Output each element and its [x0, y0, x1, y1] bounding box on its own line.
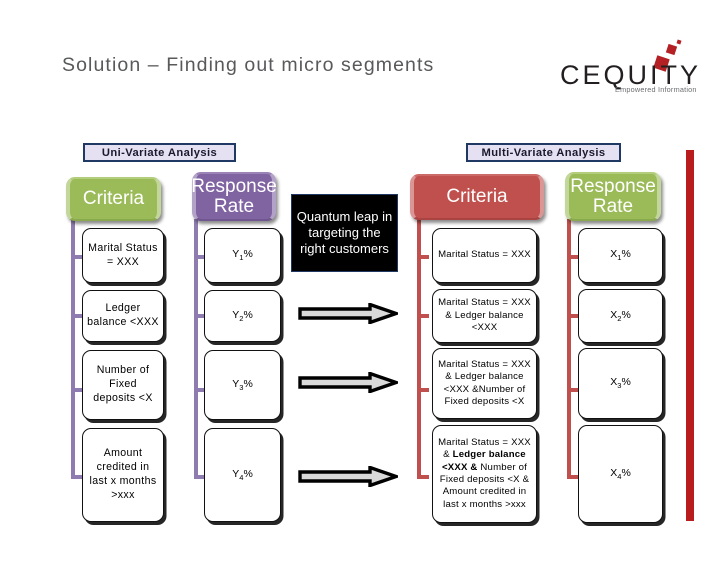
page-title: Solution – Finding out micro segments: [62, 54, 435, 76]
uni-response-text-4: Y4%: [232, 467, 253, 483]
connector-trunk-uni-response: [194, 219, 198, 479]
uni-response-box-3: Y3%: [204, 350, 281, 420]
multi-criteria-box-4: Marital Status = XXX & Ledger balance <X…: [432, 425, 537, 523]
uni-criteria-box-4: Amount credited in last x months >xxx: [82, 428, 164, 522]
multi-response-box-3: X3%: [578, 348, 663, 419]
uni-response-text-1: Y1%: [232, 248, 253, 263]
header-uni-criteria: Criteria: [66, 177, 161, 221]
uni-response-box-4: Y4%: [204, 428, 281, 522]
multi-criteria-text-1: Marital Status = XXX: [438, 249, 531, 261]
multi-response-text-2: X2%: [610, 308, 631, 324]
connector-stub-multi-criteria-1: [417, 255, 429, 259]
connector-trunk-multi-criteria: [417, 219, 421, 479]
flow-arrow-1: [298, 303, 398, 324]
multi-response-box-1: X1%: [578, 228, 663, 283]
multi-criteria-box-2: Marital Status = XXX & Ledger balance <X…: [432, 289, 537, 343]
multi-response-text-1: X1%: [610, 248, 631, 263]
connector-stub-multi-criteria-3: [417, 388, 429, 392]
multi-criteria-text-3: Marital Status = XXX & Ledger balance <X…: [438, 358, 531, 407]
multi-criteria-text-2: Marital Status = XXX & Ledger balance <X…: [438, 297, 531, 334]
connector-stub-uni-response-2: [194, 314, 206, 318]
uni-criteria-text-3: Number of Fixed deposits <X: [93, 364, 153, 404]
connector-stub-uni-criteria-4: [71, 475, 83, 479]
header-multi-response-rate: Response Rate: [565, 172, 661, 221]
uni-criteria-box-3: Number of Fixed deposits <X: [82, 350, 164, 420]
connector-trunk-multi-response: [567, 219, 571, 479]
connector-stub-uni-response-3: [194, 388, 206, 392]
section-badge-uni-variate: Uni-Variate Analysis: [83, 143, 236, 162]
uni-criteria-box-1: Marital Status = XXX: [82, 228, 164, 283]
multi-response-box-2: X2%: [578, 289, 663, 343]
connector-stub-uni-response-1: [194, 255, 206, 259]
logo-square-medium-icon: [665, 43, 678, 56]
header-uni-response-rate: Response Rate: [191, 172, 277, 221]
multi-criteria-text-4: Marital Status = XXX & Ledger balance <X…: [438, 436, 531, 510]
connector-stub-multi-response-3: [567, 388, 579, 392]
right-accent-bar: [686, 150, 694, 521]
multi-criteria-box-1: Marital Status = XXX: [432, 228, 537, 283]
multi-criteria-box-3: Marital Status = XXX & Ledger balance <X…: [432, 348, 537, 419]
connector-stub-multi-response-4: [567, 475, 579, 479]
connector-stub-multi-response-1: [567, 255, 579, 259]
uni-criteria-text-4: Amount credited in last x months >xxx: [89, 447, 157, 501]
connector-trunk-uni-criteria: [71, 219, 75, 479]
uni-criteria-box-2: Ledger balance <XXX: [82, 290, 164, 342]
connector-stub-uni-criteria-2: [71, 314, 83, 318]
uni-criteria-text-2: Ledger balance <XXX: [87, 302, 159, 328]
connector-stub-multi-response-2: [567, 314, 579, 318]
multi-response-box-4: X4%: [578, 425, 663, 523]
connector-stub-multi-criteria-2: [417, 314, 429, 318]
logo-wordmark: CEQUITY: [560, 60, 702, 90]
uni-response-text-3: Y3%: [232, 377, 253, 393]
company-logo: CEQUITY Empowered Information: [560, 39, 710, 98]
multi-response-text-4: X4%: [610, 466, 631, 482]
logo-square-small-icon: [676, 39, 682, 45]
flow-arrow-3: [298, 466, 398, 487]
multi-response-text-3: X3%: [610, 376, 631, 391]
logo-tagline: Empowered Information: [615, 85, 697, 94]
section-badge-multi-variate: Multi-Variate Analysis: [466, 143, 621, 162]
uni-response-box-1: Y1%: [204, 228, 281, 283]
connector-stub-uni-response-4: [194, 475, 206, 479]
header-multi-criteria: Criteria: [410, 174, 544, 220]
connector-stub-multi-criteria-4: [417, 475, 429, 479]
uni-response-text-2: Y2%: [232, 308, 253, 324]
quantum-leap-text: Quantum leap in targeting the right cust…: [296, 208, 393, 257]
uni-criteria-text-1: Marital Status = XXX: [88, 241, 158, 268]
connector-stub-uni-criteria-3: [71, 388, 83, 392]
quantum-leap-callout: Quantum leap in targeting the right cust…: [291, 194, 398, 272]
uni-response-box-2: Y2%: [204, 290, 281, 342]
flow-arrow-2: [298, 372, 398, 393]
connector-stub-uni-criteria-1: [71, 255, 83, 259]
